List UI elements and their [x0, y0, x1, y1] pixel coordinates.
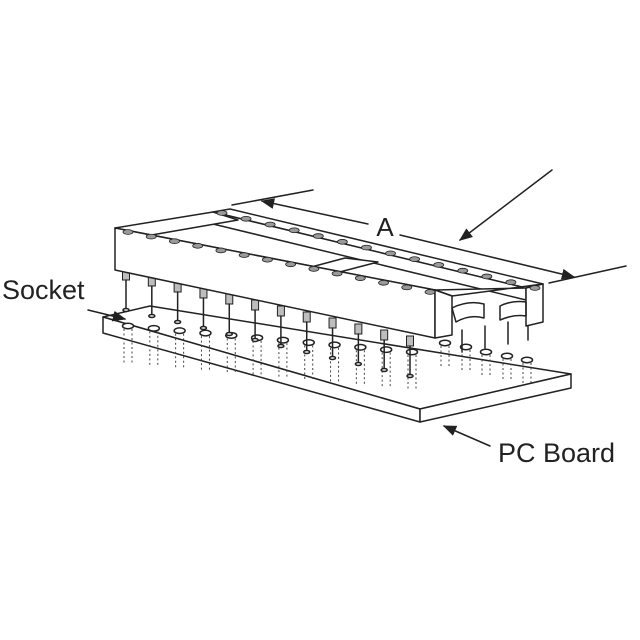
contact-hole — [145, 233, 157, 240]
contact-hole — [192, 243, 204, 249]
contact-hole — [312, 233, 324, 239]
socket-pin — [406, 335, 414, 379]
dimension-ext-left — [231, 189, 314, 206]
socket-pin — [354, 323, 363, 367]
contact-hole — [354, 275, 366, 281]
socket-pin — [122, 269, 130, 313]
contact-hole — [505, 279, 517, 286]
socket-end-notch-2 — [499, 300, 527, 321]
board-pad — [520, 356, 534, 384]
pc-board — [102, 305, 572, 423]
contact-hole — [169, 238, 180, 245]
pc-board-side — [419, 373, 572, 423]
contact-hole — [529, 285, 541, 291]
socket-leader — [87, 309, 127, 322]
pc-board-leader — [442, 425, 491, 447]
contact-hole — [378, 279, 389, 286]
pc-board-label: PC Board — [498, 438, 615, 468]
contact-hole — [288, 227, 300, 234]
contact-hole — [401, 284, 413, 291]
contact-hole — [238, 252, 250, 258]
dimension-arrow-left — [260, 198, 369, 225]
dimension-a: A — [231, 169, 627, 284]
board-pad — [479, 348, 493, 376]
pc-board-callout: PC Board — [442, 425, 615, 468]
contact-hole — [361, 244, 372, 251]
contact-hole — [264, 221, 276, 228]
board-pad — [121, 322, 135, 364]
board-pad — [459, 343, 473, 371]
board-pad — [438, 339, 452, 367]
socket-pin — [380, 329, 389, 373]
contact-hole — [433, 262, 445, 268]
dimension-pointer — [458, 169, 553, 241]
contact-hole — [261, 256, 273, 263]
contact-hole — [457, 267, 469, 274]
socket-contact-holes — [122, 210, 541, 295]
contact-hole — [240, 215, 252, 222]
contact-hole — [308, 266, 320, 272]
socket-end-block-left — [434, 289, 453, 339]
dimension-label: A — [376, 212, 394, 242]
contact-hole — [385, 250, 396, 257]
contact-hole — [409, 256, 421, 262]
contact-hole — [215, 247, 227, 254]
board-pad — [173, 327, 186, 369]
contact-hole — [424, 289, 436, 295]
socket-pin — [302, 311, 311, 355]
socket-end-notch — [451, 301, 485, 323]
socket-pin — [173, 281, 182, 325]
dimension-arrow-right — [399, 234, 576, 280]
board-pad — [199, 329, 212, 372]
board-pad — [147, 324, 161, 367]
socket-pins — [122, 269, 529, 379]
socket-pin — [147, 275, 156, 319]
contact-hole — [285, 261, 297, 268]
contact-hole — [481, 273, 493, 280]
contact-hole — [216, 210, 228, 216]
socket-pin — [328, 317, 337, 361]
contact-hole — [122, 229, 134, 235]
contact-hole — [336, 239, 348, 245]
dimension-ext-right — [548, 265, 627, 284]
board-pad — [500, 352, 514, 380]
socket-label: Socket — [2, 275, 85, 305]
contact-hole — [331, 270, 343, 277]
socket-callout: Socket — [2, 275, 127, 322]
